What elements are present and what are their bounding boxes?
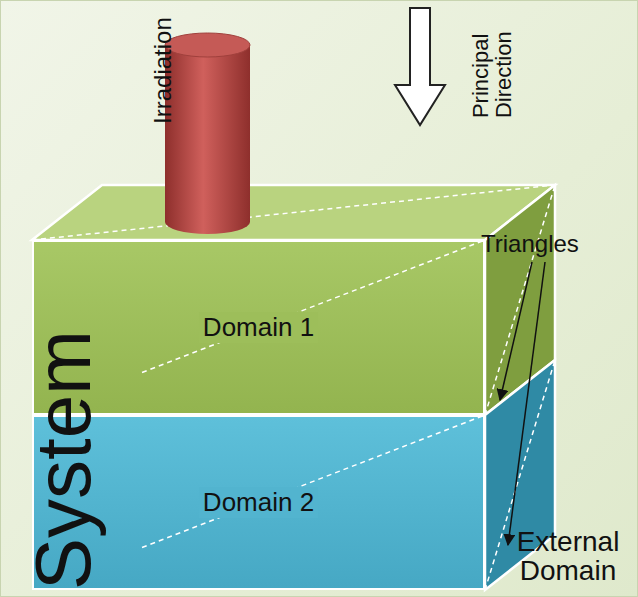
system-label: System [23,330,105,590]
top-face [32,185,555,240]
triangles-label: Triangles [481,231,579,256]
domain-label: Domain 1 [199,312,318,343]
dashed-edge [32,185,555,240]
external-domain-label: External Domain [503,527,633,586]
direction-label: Principal Direction [469,6,515,118]
direction-arrow [395,8,445,125]
domain-label: Domain 2 [199,487,318,518]
irradiation-label: Irradiation [149,17,174,124]
cylinder-top [165,33,250,57]
irradiation-cylinder [165,45,250,234]
dashed-edge [485,185,555,415]
leader-line [500,262,532,400]
leader-line [508,262,545,545]
